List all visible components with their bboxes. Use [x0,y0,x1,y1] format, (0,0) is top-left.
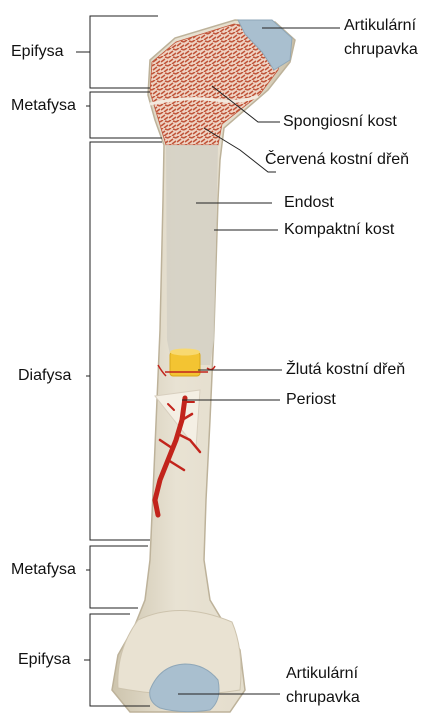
label-artikularni-bottom-2: chrupavka [286,688,360,708]
label-artikularni-top-1: Artikulární [344,16,416,36]
label-epifysa-top: Epifysa [11,42,63,62]
label-cervena-kostni-dren: Červená kostní dřeň [265,150,409,170]
label-diafysa: Diafysa [18,366,71,386]
label-metafysa-top: Metafysa [11,96,76,116]
label-endost: Endost [284,193,334,213]
label-metafysa-bottom: Metafysa [11,560,76,580]
label-zluta-kostni-dren: Žlutá kostní dřeň [286,360,405,380]
label-kompaktni-kost: Kompaktní kost [284,220,394,240]
medullary-cavity [166,145,218,365]
label-artikularni-bottom-1: Artikulární [286,664,358,684]
label-spongiosni-kost: Spongiosní kost [283,112,397,132]
label-periost: Periost [286,390,336,410]
label-epifysa-bottom: Epifysa [18,650,70,670]
label-artikularni-top-2: chrupavka [344,40,418,60]
